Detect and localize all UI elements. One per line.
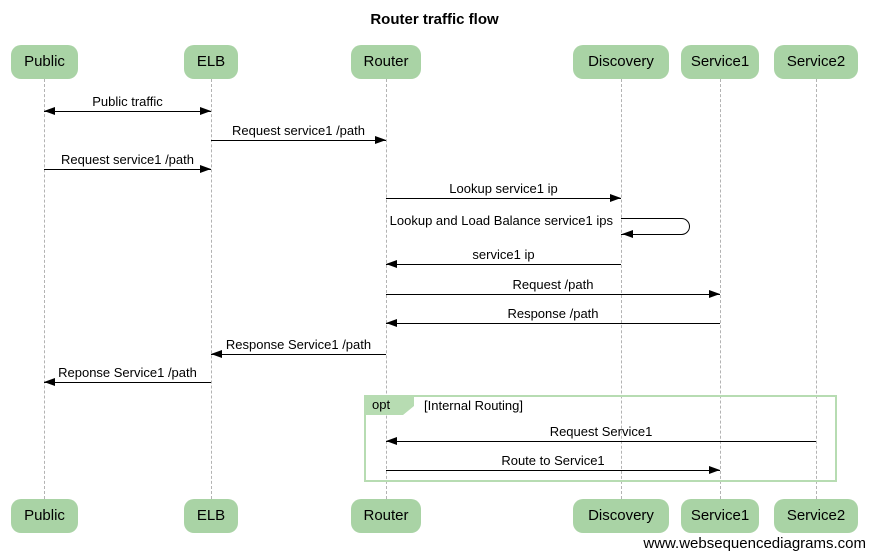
- arrowhead-right-icon: [200, 107, 211, 115]
- actor-top-router: Router: [351, 45, 421, 79]
- arrowhead-right-icon: [709, 466, 720, 474]
- lifeline-discovery: [621, 79, 622, 499]
- arrowhead-right-icon: [200, 165, 211, 173]
- message-line: [211, 350, 386, 358]
- arrowhead-left-icon: [386, 260, 397, 268]
- opt-fragment-frame: [364, 395, 837, 482]
- message-label: Route to Service1: [501, 453, 605, 468]
- arrowhead-left-icon: [211, 350, 222, 358]
- lifeline-public: [44, 79, 45, 499]
- arrowhead-left-icon: [386, 319, 397, 327]
- actor-bottom-public: Public: [11, 499, 78, 533]
- message-label: Response /path: [507, 306, 599, 321]
- arrowhead-left-icon: [622, 230, 633, 238]
- opt-fragment-condition: [Internal Routing]: [424, 398, 524, 413]
- actor-top-elb: ELB: [184, 45, 238, 79]
- arrowhead-left-icon: [44, 107, 55, 115]
- self-loop-line: [621, 218, 690, 235]
- actor-bottom-service2: Service2: [774, 499, 858, 533]
- message-label: Request Service1: [549, 424, 653, 439]
- actor-bottom-discovery: Discovery: [573, 499, 669, 533]
- message-label: Request /path: [512, 277, 594, 292]
- message-line: [44, 165, 211, 173]
- arrowhead-left-icon: [386, 437, 397, 445]
- arrowhead-right-icon: [709, 290, 720, 298]
- message-label: Request service1 /path: [232, 123, 365, 138]
- actor-top-service1: Service1: [681, 45, 759, 79]
- message-line: [386, 260, 621, 268]
- actor-top-service2: Service2: [774, 45, 858, 79]
- actor-bottom-service1: Service1: [681, 499, 759, 533]
- lifeline-service2: [816, 79, 817, 499]
- actor-bottom-router: Router: [351, 499, 421, 533]
- lifeline-router: [386, 79, 387, 499]
- message-label: Response Service1 /path: [225, 337, 372, 352]
- actor-top-public: Public: [11, 45, 78, 79]
- message-label: Reponse Service1 /path: [58, 365, 197, 380]
- message-line: [386, 466, 720, 474]
- arrowhead-left-icon: [44, 378, 55, 386]
- message-label: Public traffic: [92, 94, 163, 109]
- message-label: service1 ip: [472, 247, 535, 262]
- message-line: [386, 319, 720, 327]
- actor-bottom-elb: ELB: [184, 499, 238, 533]
- message-line: [386, 437, 816, 445]
- message-line: [386, 290, 720, 298]
- message-line: [44, 107, 211, 115]
- message-label: Request service1 /path: [61, 152, 194, 167]
- arrowhead-right-icon: [375, 136, 386, 144]
- lifeline-elb: [211, 79, 212, 499]
- actor-top-discovery: Discovery: [573, 45, 669, 79]
- opt-fragment-operator: opt: [364, 395, 414, 415]
- lifeline-service1: [720, 79, 721, 499]
- message-label: Lookup service1 ip: [449, 181, 558, 196]
- message-line: [386, 194, 621, 202]
- message-line: [211, 136, 386, 144]
- arrowhead-right-icon: [610, 194, 621, 202]
- message-label: Lookup and Load Balance service1 ips: [389, 213, 613, 228]
- diagram-title: Router traffic flow: [370, 11, 499, 28]
- message-line: [44, 378, 211, 386]
- watermark: www.websequencediagrams.com: [643, 535, 866, 552]
